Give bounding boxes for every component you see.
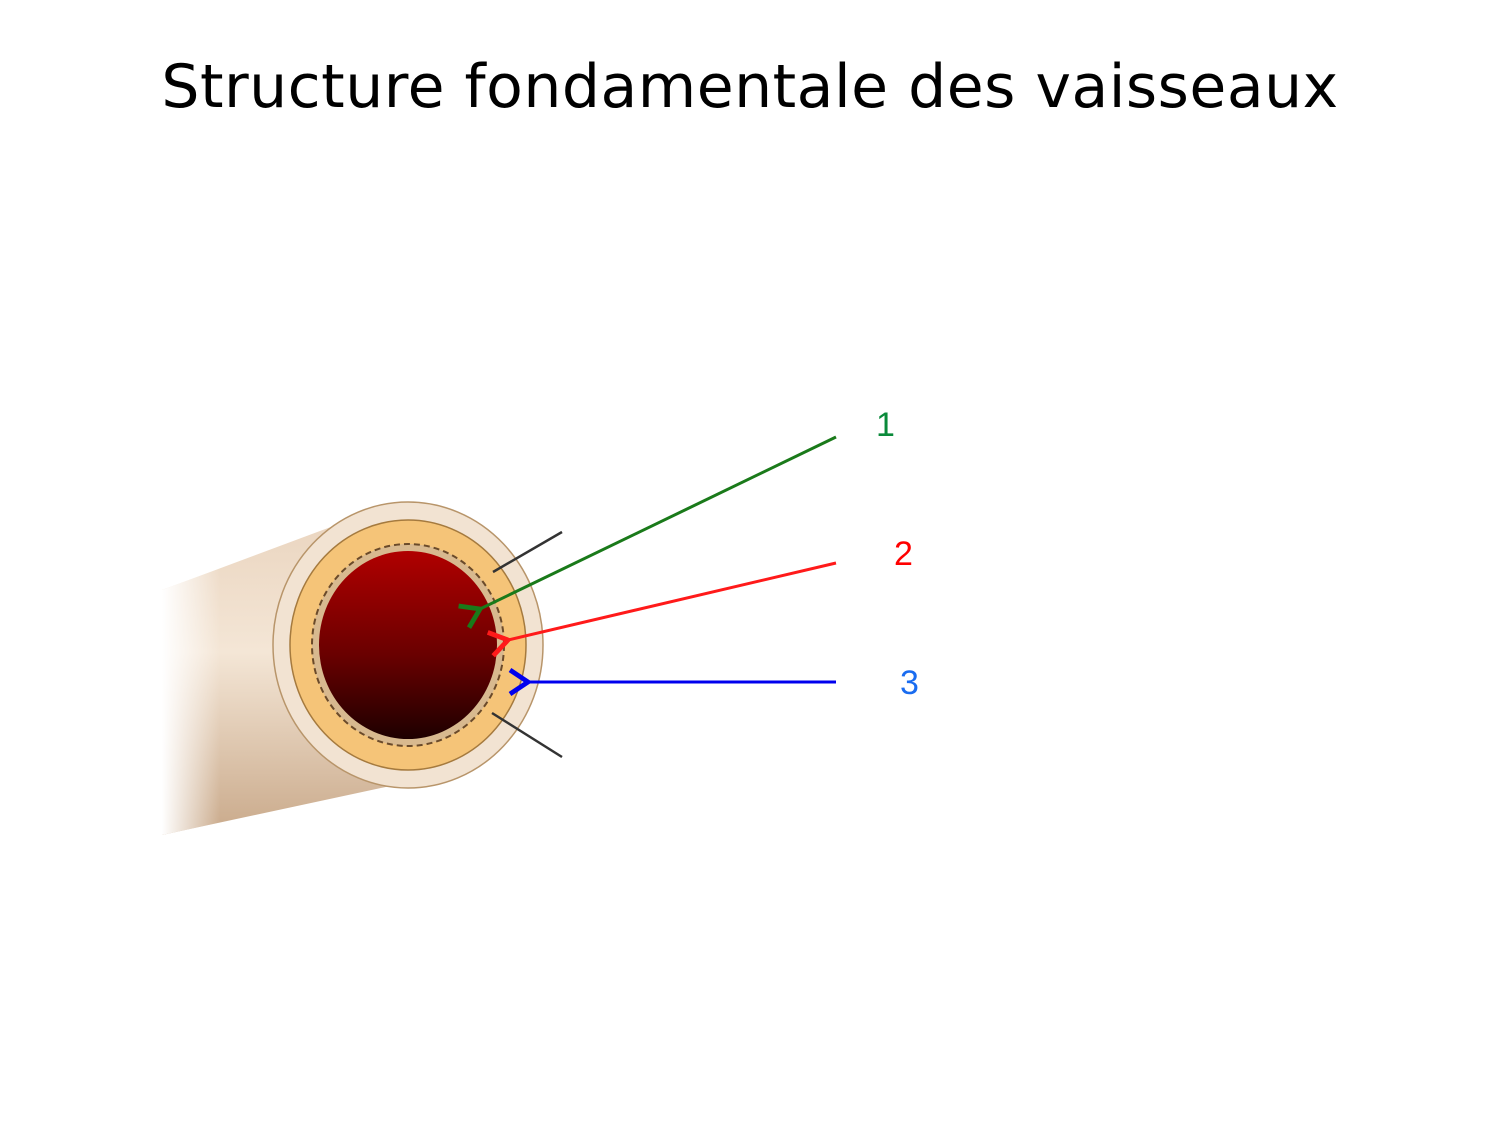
slide-title: Structure fondamentale des vaisseaux <box>161 52 1339 122</box>
leader-line-bottom <box>491 711 563 759</box>
label-3: 3 <box>900 664 919 702</box>
label-2: 2 <box>894 535 913 573</box>
arrow-1 <box>458 435 837 629</box>
leader-line-top <box>492 530 563 574</box>
lumen <box>319 551 497 739</box>
label-1: 1 <box>876 406 895 444</box>
arrow-2 <box>486 561 837 658</box>
